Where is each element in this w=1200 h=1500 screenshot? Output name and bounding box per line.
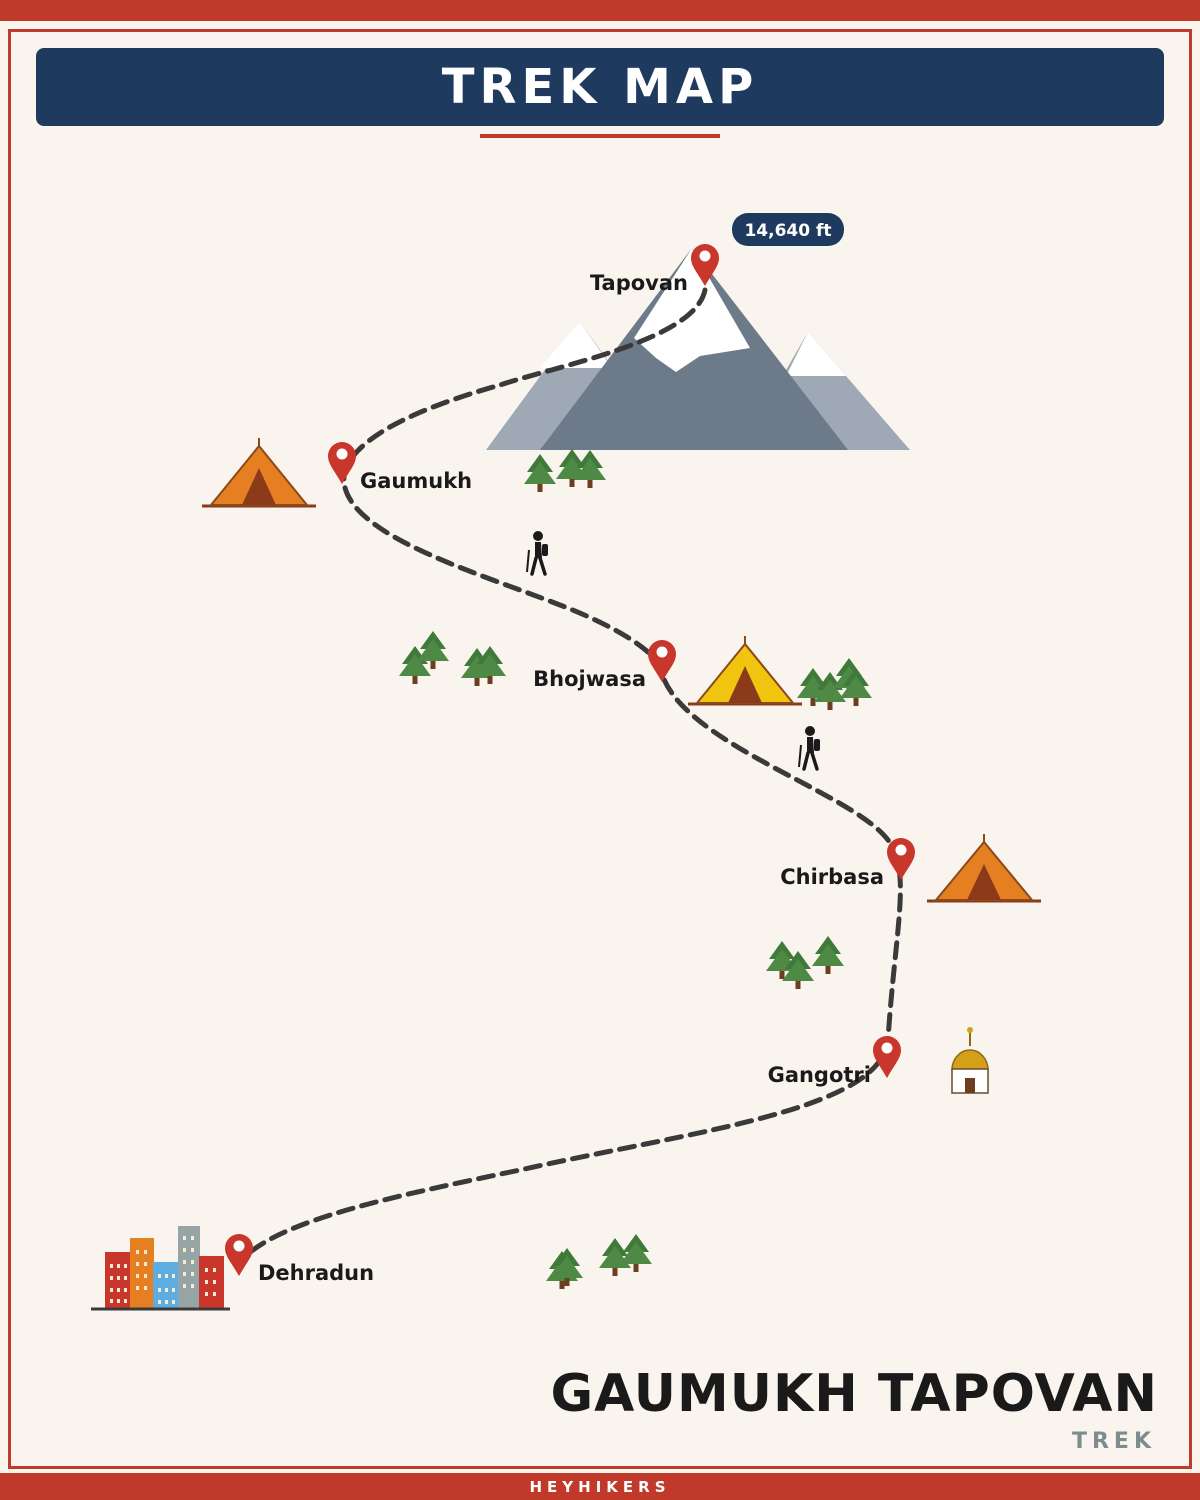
- stop-label-chirbasa: Chirbasa: [780, 865, 884, 889]
- tent-icon: [927, 834, 1041, 903]
- tree-cluster: [546, 1234, 652, 1289]
- tent-icon: [688, 636, 802, 706]
- trek-subtitle: TREK: [1071, 1429, 1156, 1454]
- altitude-badge: 14,640 ft: [732, 213, 844, 246]
- trek-route: [237, 287, 903, 1265]
- title-underline: [480, 134, 720, 138]
- footer-bar: HEYHIKERS: [0, 1473, 1200, 1500]
- tree-cluster: [797, 658, 872, 710]
- map-pin-gaumukh[interactable]: [328, 442, 356, 484]
- top-accent-bar: [0, 0, 1200, 21]
- map-frame: [8, 29, 1192, 1469]
- altitude-label: 14,640 ft: [744, 221, 831, 241]
- tent-icon: [202, 438, 316, 508]
- hiker-icon: [797, 724, 822, 771]
- tree-cluster: [524, 449, 606, 492]
- stop-label-tapovan: Tapovan: [590, 271, 688, 295]
- map-pin-chirbasa[interactable]: [887, 838, 915, 880]
- brand-name: HEYHIKERS: [529, 1477, 671, 1496]
- temple-icon: [951, 1027, 989, 1094]
- hiker-icon: [525, 529, 550, 576]
- city-icon: [91, 1226, 230, 1311]
- stop-label-bhojwasa: Bhojwasa: [533, 667, 646, 691]
- stop-label-dehradun: Dehradun: [258, 1261, 374, 1285]
- stop-label-gaumukh: Gaumukh: [360, 469, 472, 493]
- map-pin-dehradun[interactable]: [225, 1234, 253, 1276]
- tree-cluster: [766, 936, 844, 989]
- map-pin-bhojwasa[interactable]: [648, 640, 676, 682]
- mountain-icon: [486, 248, 910, 450]
- trek-name-title: GAUMUKH TAPOVAN: [550, 1364, 1158, 1424]
- stop-label-gangotri: Gangotri: [768, 1063, 871, 1087]
- tree-cluster: [399, 631, 506, 686]
- map-pin-gangotri[interactable]: [873, 1036, 901, 1078]
- title-banner: TREK MAP: [36, 48, 1164, 126]
- page-title: TREK MAP: [441, 59, 759, 115]
